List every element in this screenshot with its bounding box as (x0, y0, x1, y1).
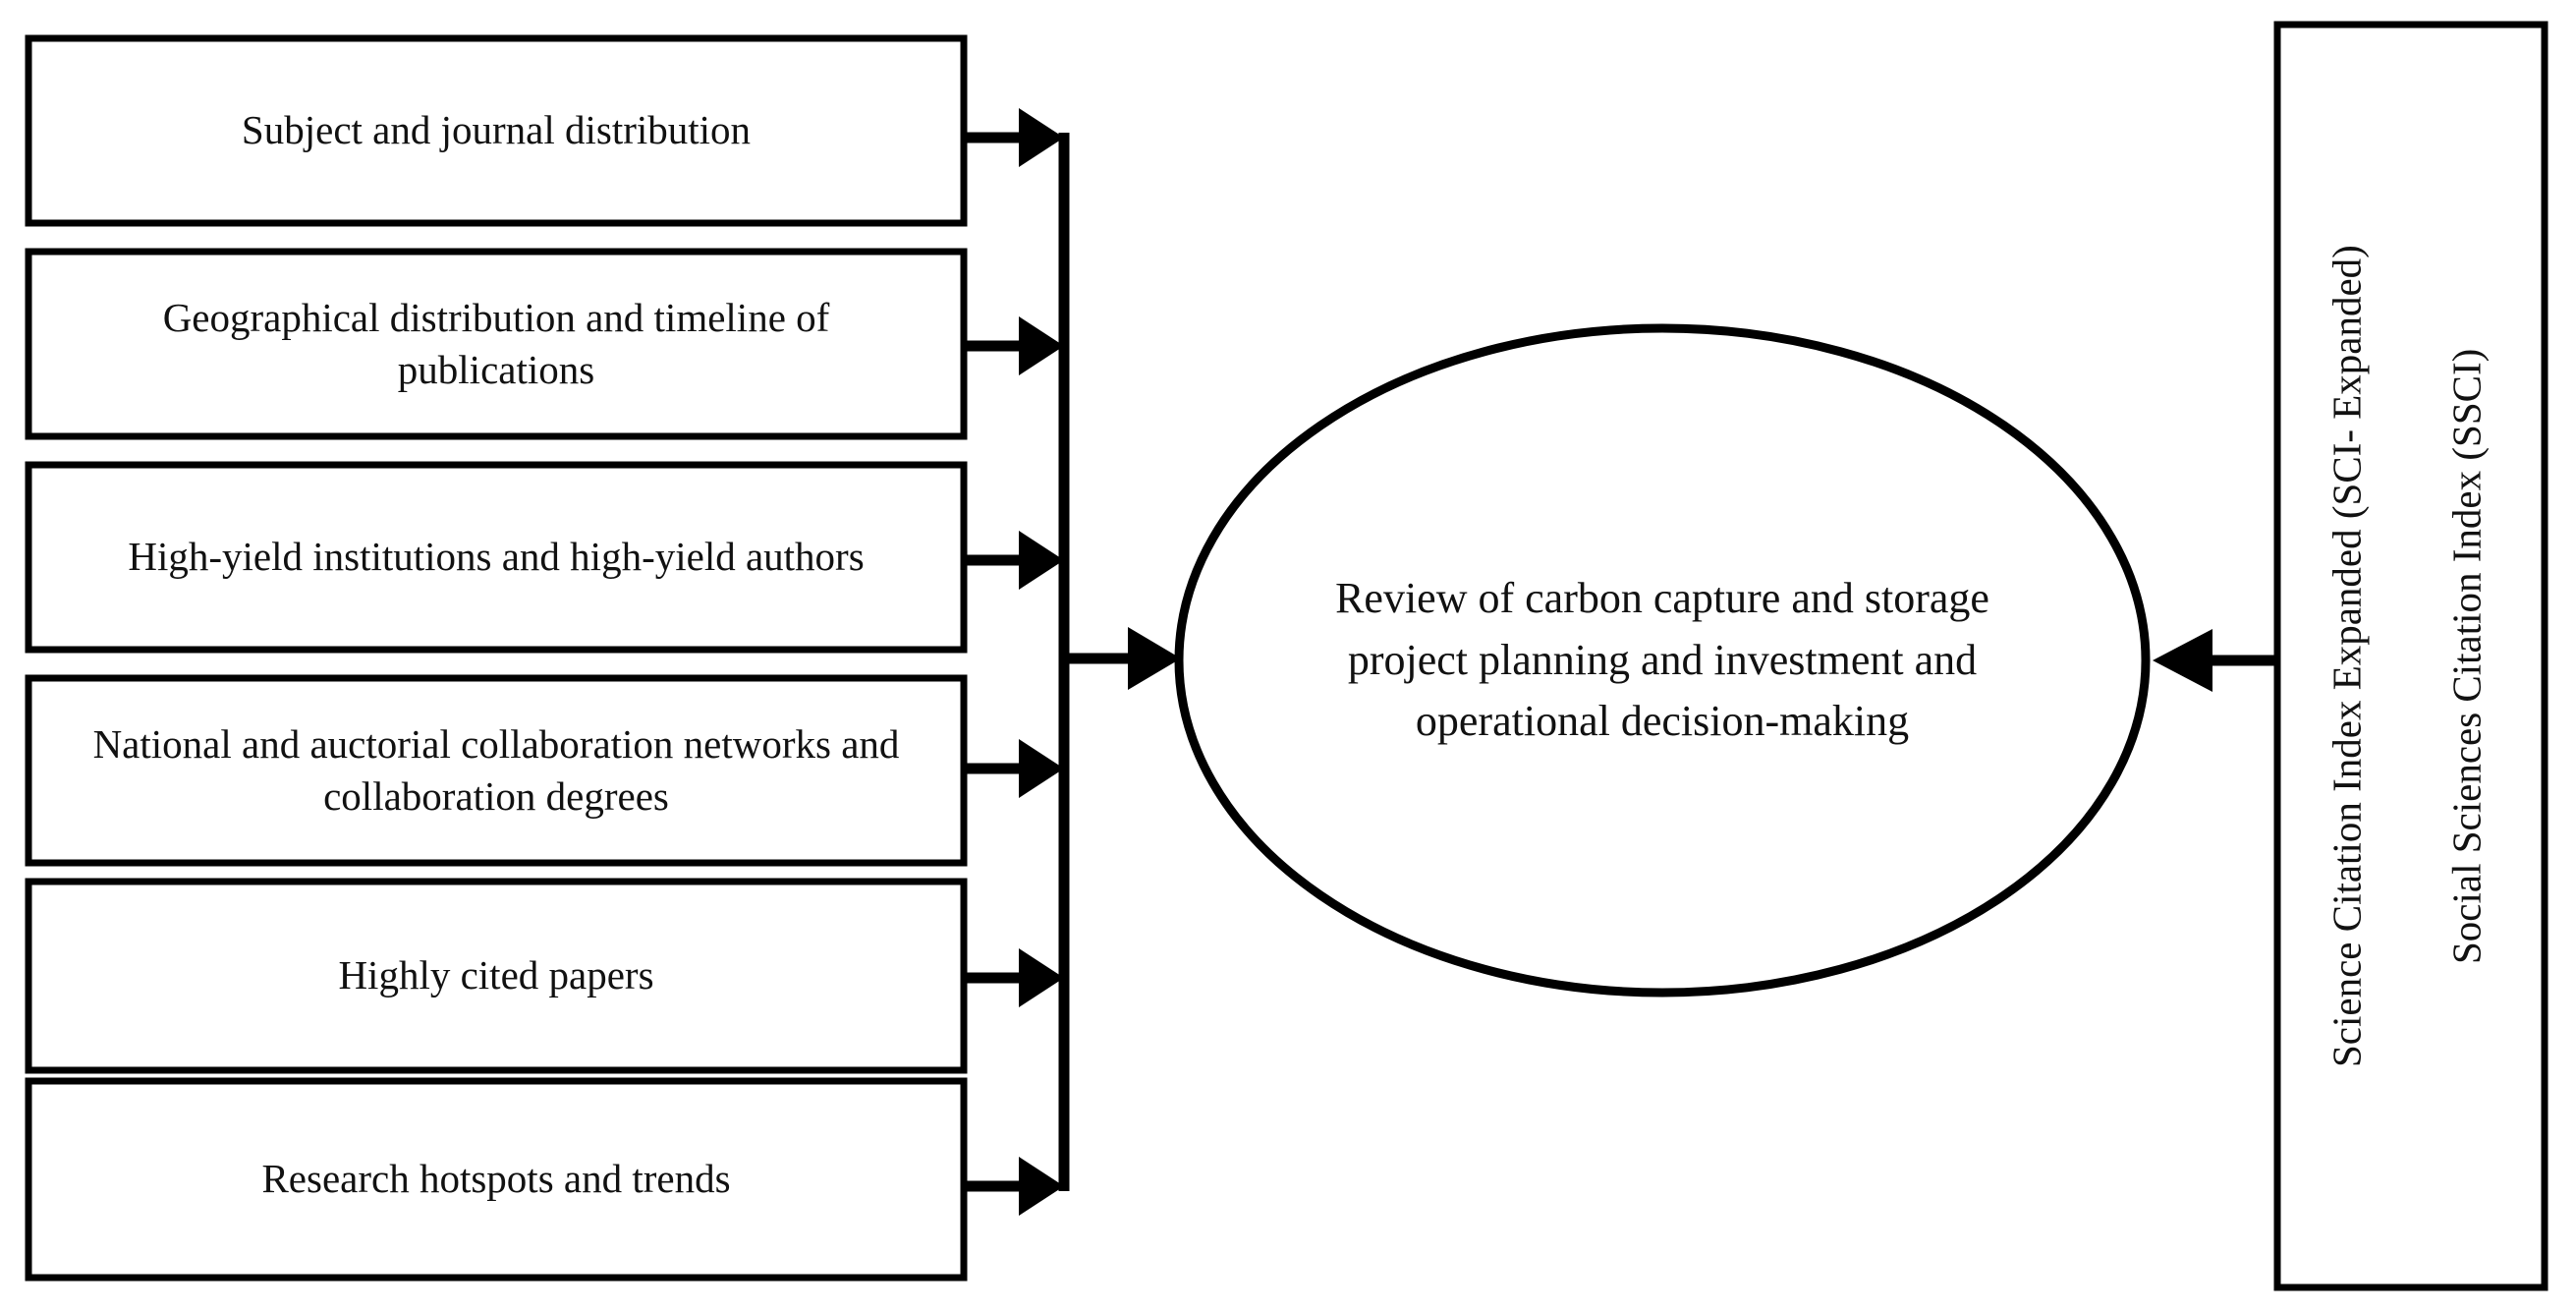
left-box-1-label: Subject and journal distribution (241, 107, 752, 153)
arrow-head-4-icon (1019, 739, 1064, 798)
right-box-label-line1: Science Citation Index Expanded (SCI- Ex… (2324, 245, 2370, 1067)
center-ellipse-label: Review of carbon capture and storage pro… (1335, 574, 1989, 746)
left-box-1-outline[interactable] (25, 34, 968, 227)
arrow-head-1-icon (1019, 108, 1064, 167)
left-box-6-outline[interactable] (25, 1077, 968, 1282)
right-box-label-line2: Social Sciences Citation Index (SSCI) (2443, 348, 2490, 964)
arrow-head-3-icon (1019, 531, 1064, 590)
left-box-5-label: Highly cited papers (338, 952, 654, 998)
left-box-3-label: High-yield institutions and high-yield a… (128, 534, 865, 580)
center-ellipse-outline[interactable] (1174, 323, 2151, 998)
right-arrow-head-icon (2153, 629, 2212, 692)
left-box-2-label: Geographical distribution and timeline o… (162, 294, 830, 392)
right-box-outline[interactable] (2273, 21, 2548, 1291)
arrow-head-6-icon (1019, 1157, 1064, 1216)
arrow-head-5-icon (1019, 948, 1064, 1007)
left-box-2-outline[interactable] (25, 248, 968, 440)
left-box-3-outline[interactable] (25, 461, 968, 654)
left-box-4-label: National and auctorial collaboration net… (92, 720, 900, 819)
left-box-6-label: Research hotspots and trends (261, 1156, 731, 1202)
left-box-5-outline[interactable] (25, 878, 968, 1074)
main-arrow-head-icon (1128, 627, 1181, 690)
arrow-head-2-icon (1019, 316, 1064, 375)
